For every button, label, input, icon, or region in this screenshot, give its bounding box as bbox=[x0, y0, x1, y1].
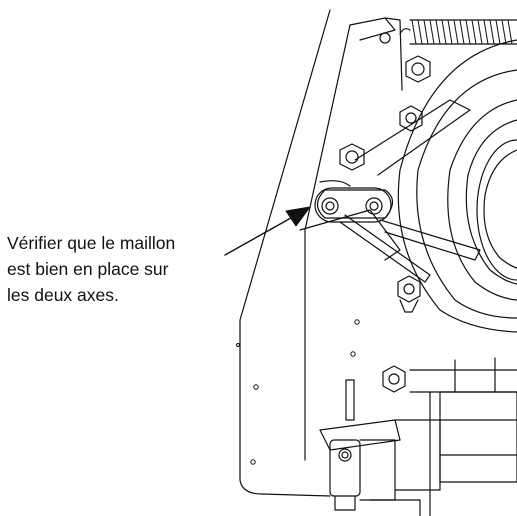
top-plate-edge bbox=[384, 17, 403, 91]
bolt-top bbox=[379, 32, 431, 83]
actuator-assembly bbox=[382, 357, 517, 516]
callout-line-3: les deux axes. bbox=[7, 285, 119, 305]
arrowhead-icon bbox=[285, 206, 311, 227]
drum bbox=[397, 39, 517, 333]
belt-lower-2 bbox=[379, 219, 481, 261]
instruction-callout: Vérifier que le maillon est bien en plac… bbox=[7, 230, 237, 308]
bolt-lower bbox=[397, 275, 421, 313]
rod-clevis bbox=[319, 379, 421, 516]
callout-line-2: est bien en place sur bbox=[7, 259, 169, 279]
bolt-mid-top bbox=[339, 143, 365, 171]
chain-link bbox=[314, 180, 394, 223]
housing-outline bbox=[239, 9, 331, 497]
bracket bbox=[299, 209, 401, 261]
housing-inner-edge bbox=[304, 24, 351, 461]
belt-upper bbox=[354, 99, 471, 176]
bolt-side bbox=[399, 105, 423, 132]
panel-holes bbox=[236, 319, 360, 465]
top-plate bbox=[349, 17, 396, 41]
belt-lower bbox=[339, 214, 431, 283]
callout-line-1: Vérifier que le maillon bbox=[7, 233, 176, 253]
tension-spring bbox=[399, 19, 517, 45]
callout-arrow bbox=[224, 206, 311, 256]
